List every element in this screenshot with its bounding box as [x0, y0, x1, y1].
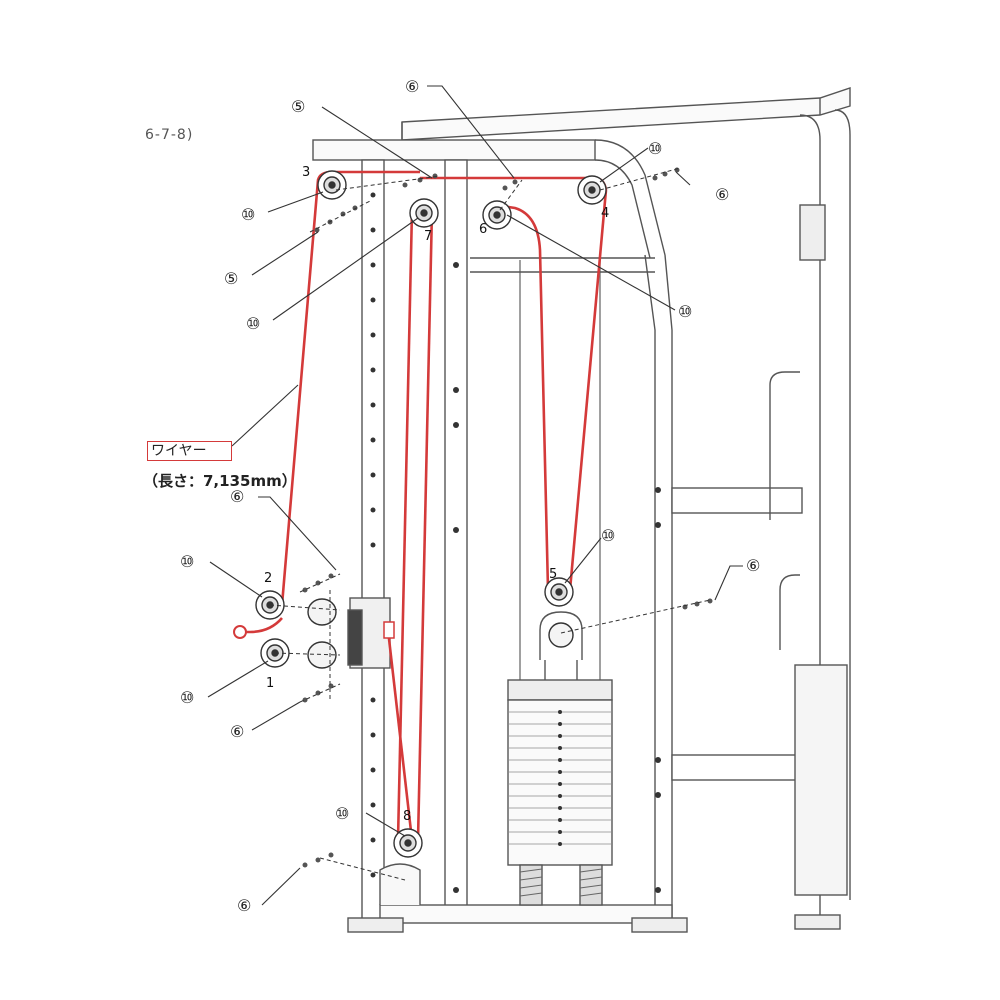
callout-part10: ⑩ — [241, 205, 255, 224]
callout-part10: ⑩ — [648, 139, 662, 158]
callout-part6: ⑥ — [405, 77, 419, 96]
page-reference: 6-7-8) — [145, 127, 194, 143]
callout-part6: ⑥ — [230, 487, 244, 506]
pulley-label-8: 8 — [403, 809, 411, 824]
callout-part5: ⑤ — [291, 97, 305, 116]
post-holes — [370, 192, 661, 893]
leader-lines — [207, 85, 743, 906]
part-callouts: ⑩ ⑤ ⑩ ⑤ ⑥ ⑩ ⑥ ⑩ ⑥ ⑩ ⑩ ⑥ ⑩ ⑥ ⑩ ⑥ — [180, 77, 760, 915]
callout-part10: ⑩ — [246, 314, 260, 333]
pulley-6 — [482, 200, 512, 230]
wire-label: ワイヤー — [147, 441, 232, 461]
callout-part6: ⑥ — [230, 722, 244, 741]
pulley-label-4: 4 — [601, 206, 609, 221]
pulley-3 — [317, 170, 347, 200]
pulley-label-6: 6 — [479, 222, 487, 237]
callout-part10: ⑩ — [678, 302, 692, 321]
callout-part10: ⑩ — [335, 804, 349, 823]
machine-frame — [312, 87, 851, 933]
pulley-7 — [409, 198, 439, 228]
springs — [519, 868, 603, 897]
callout-part6: ⑥ — [715, 185, 729, 204]
wire-length: （長さ：7,135mm） — [143, 472, 297, 490]
callout-part5: ⑤ — [224, 269, 238, 288]
pulley-label-5: 5 — [549, 567, 557, 582]
pulley-4 — [577, 175, 607, 205]
cable-end-ring — [233, 625, 247, 639]
pulley-label-7: 7 — [424, 229, 432, 244]
pulley-label-1: 1 — [266, 676, 274, 691]
callout-part10: ⑩ — [180, 688, 194, 707]
callout-part6: ⑥ — [237, 896, 251, 915]
callout-part10: ⑩ — [180, 552, 194, 571]
pulley-8 — [393, 828, 423, 858]
pulleys — [255, 170, 607, 858]
callout-part10: ⑩ — [601, 526, 615, 545]
callout-part6: ⑥ — [746, 556, 760, 575]
pulley-5 — [544, 577, 574, 607]
bolt-axes — [269, 167, 711, 881]
pulley-label-2: 2 — [264, 571, 272, 586]
cable-connector — [383, 621, 395, 639]
pulley-number-labels: 1 2 3 4 5 6 7 8 — [264, 165, 609, 824]
pulley-label-3: 3 — [302, 165, 310, 180]
